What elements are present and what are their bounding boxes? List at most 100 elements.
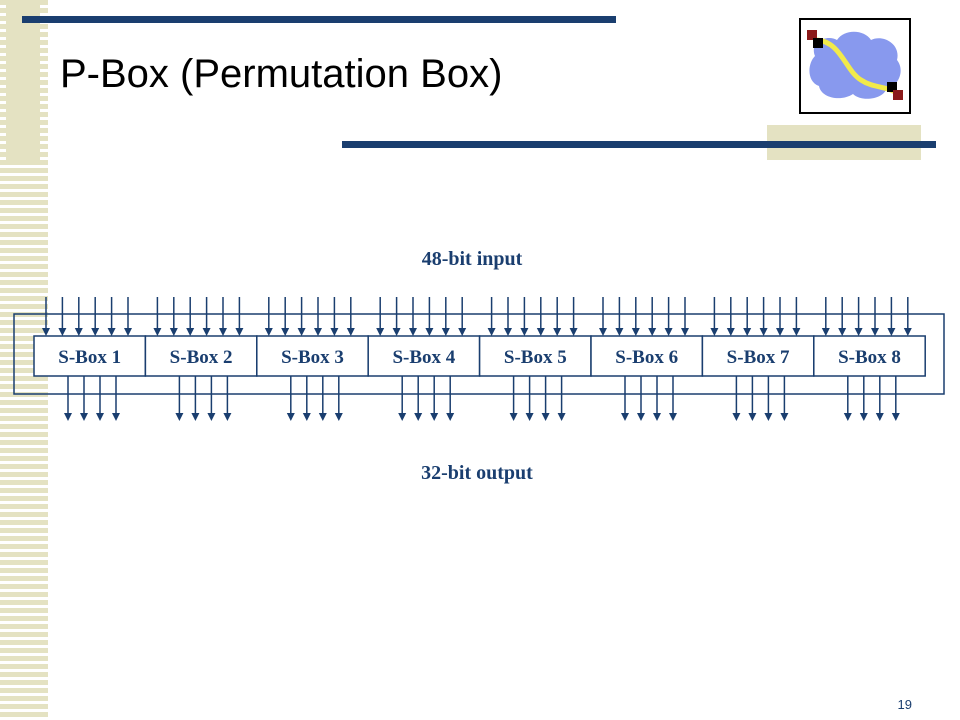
sbox: S-Box 7: [701, 335, 815, 377]
output-arrow: [509, 376, 518, 421]
output-arrow: [223, 376, 232, 421]
input-arrow: [425, 297, 434, 336]
output-arrow: [637, 376, 645, 421]
output-arrow: [859, 376, 868, 421]
output-arrow: [732, 376, 741, 421]
input-arrow: [264, 297, 273, 336]
output-arrow: [398, 376, 407, 421]
input-arrow: [838, 297, 847, 336]
output-arrow: [764, 376, 773, 421]
page-number: 19: [897, 697, 912, 712]
output-arrow: [653, 376, 661, 421]
sbox-label: S-Box 2: [170, 347, 233, 368]
input-arrow: [854, 297, 863, 336]
slide-title: P-Box (Permutation Box): [60, 52, 503, 96]
sbox: S-Box 3: [256, 335, 369, 377]
input-arrow: [903, 297, 912, 336]
input-arrow: [409, 297, 417, 336]
output-arrow: [669, 376, 677, 421]
input-arrow: [664, 297, 673, 336]
sbox: S-Box 4: [367, 335, 481, 377]
output-arrow: [286, 376, 295, 421]
output-arrow: [843, 376, 852, 421]
output-arrow: [80, 376, 88, 421]
input-arrow: [648, 297, 657, 336]
input-arrow: [186, 297, 195, 336]
output-arrow: [748, 376, 757, 421]
input-arrow: [631, 297, 640, 336]
sbox-label: S-Box 8: [838, 347, 901, 368]
input-arrow: [314, 297, 322, 336]
output-arrow: [175, 376, 184, 421]
output-arrow: [207, 376, 216, 421]
output-arrow: [414, 376, 423, 421]
output-arrow: [446, 376, 455, 421]
input-arrow: [599, 297, 607, 336]
input-arrow: [821, 297, 830, 336]
input-arrow: [330, 297, 339, 336]
input-arrow: [871, 297, 879, 336]
input-arrow: [58, 297, 67, 336]
input-arrow: [202, 297, 211, 336]
input-arrow: [169, 297, 178, 336]
input-arrow: [281, 297, 290, 336]
input-label: 48-bit input: [421, 248, 523, 270]
input-arrows: [42, 297, 912, 336]
input-arrow: [107, 297, 116, 336]
input-arrow: [42, 297, 50, 336]
top-rule: [22, 16, 616, 23]
output-arrow: [191, 376, 200, 421]
output-arrow: [64, 376, 72, 421]
sbox: S-Box 2: [144, 335, 258, 377]
sbox-row: S-Box 1 S-Box 2 S-Box 3 S-Box 4 S-Box 5 S-Box…: [33, 335, 926, 377]
sbox-label: S-Box 6: [615, 347, 678, 368]
input-arrow: [681, 297, 689, 336]
input-arrow: [553, 297, 562, 336]
input-arrow: [487, 297, 496, 336]
input-arrow: [219, 297, 227, 336]
output-label: 32-bit output: [421, 462, 533, 484]
input-arrow: [392, 297, 401, 336]
input-arrow: [346, 297, 355, 336]
output-arrow: [302, 376, 311, 421]
sbox: S-Box 8: [813, 335, 926, 377]
output-arrow: [541, 376, 550, 421]
sbox-label: S-Box 3: [281, 347, 344, 368]
output-arrow: [780, 376, 789, 421]
input-arrow: [153, 297, 162, 336]
decorative-stripe-solid: [6, 0, 40, 160]
input-arrow: [124, 297, 132, 336]
input-arrow: [520, 297, 529, 336]
network-cloud-icon: [799, 18, 911, 114]
output-arrows: [64, 376, 900, 421]
sbox-label: S-Box 4: [392, 347, 455, 368]
sbox-label: S-Box 1: [58, 347, 121, 368]
input-arrow: [743, 297, 752, 336]
output-arrow: [96, 376, 104, 421]
input-arrow: [536, 297, 545, 336]
input-arrow: [91, 297, 100, 336]
sbox-label: S-Box 7: [727, 347, 790, 368]
input-arrow: [887, 297, 896, 336]
input-arrow: [297, 297, 306, 336]
input-arrow: [74, 297, 83, 336]
sbox: S-Box 6: [590, 335, 704, 377]
sbox: S-Box 5: [478, 335, 592, 377]
output-arrow: [875, 376, 884, 421]
output-arrow: [557, 376, 566, 421]
output-arrow: [430, 376, 439, 421]
input-arrow: [759, 297, 768, 336]
input-arrow: [235, 297, 244, 336]
output-arrow: [112, 376, 120, 421]
output-arrow: [891, 376, 900, 421]
input-arrow: [615, 297, 624, 336]
bottom-rule: [342, 141, 936, 148]
input-arrow: [726, 297, 735, 336]
output-arrow: [334, 376, 343, 421]
sbox: S-Box 1: [33, 335, 147, 377]
input-arrow: [569, 297, 578, 336]
outer-frame: [13, 313, 945, 395]
input-arrow: [376, 297, 385, 336]
input-arrow: [458, 297, 467, 336]
